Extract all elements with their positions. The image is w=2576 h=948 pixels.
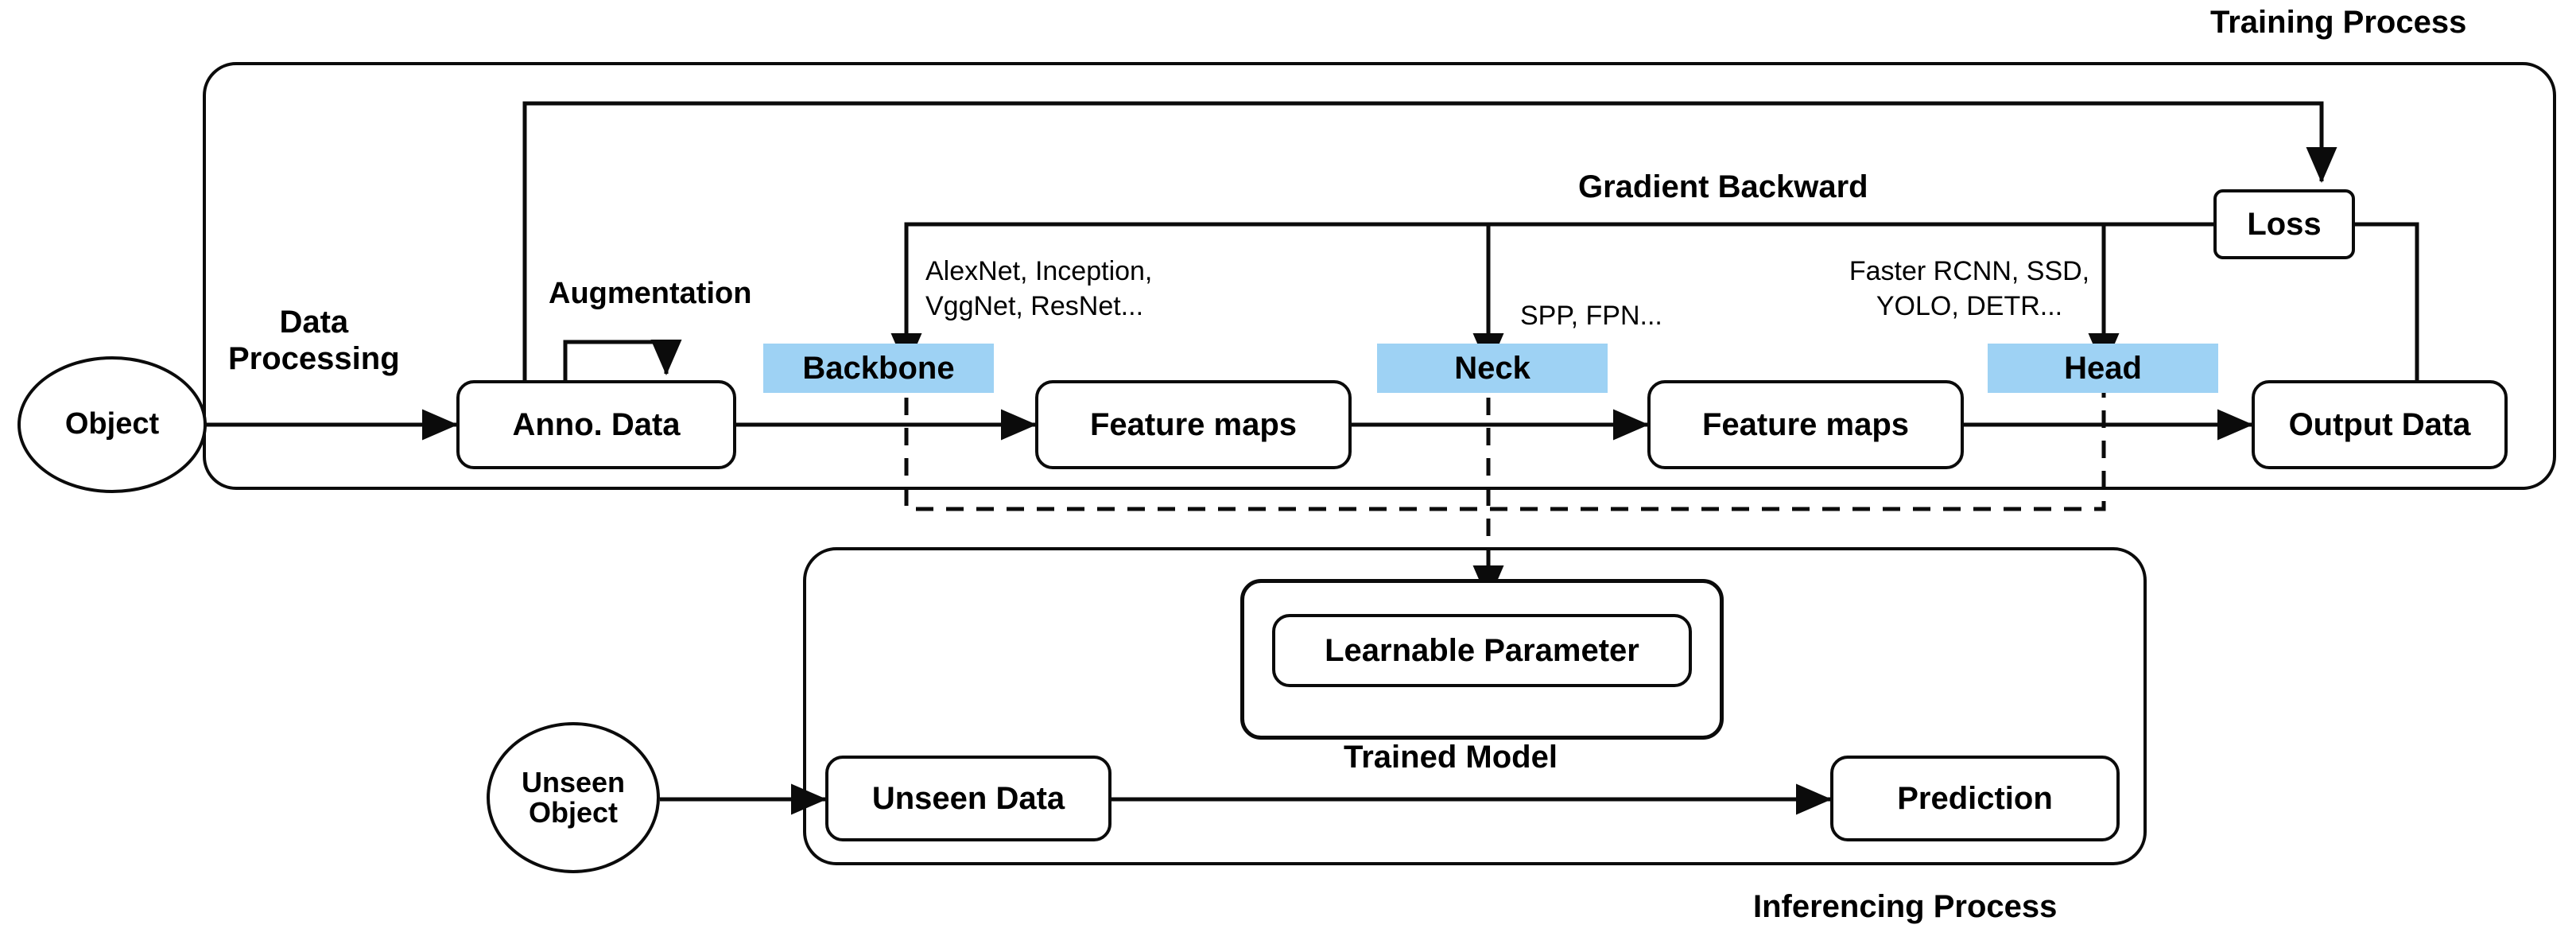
neck-chip-label: Neck — [1454, 350, 1530, 386]
feature-maps-2-label: Feature maps — [1701, 406, 1910, 442]
prediction-label: Prediction — [1897, 780, 2053, 816]
data-processing-line2: Processing — [228, 341, 400, 377]
object-node-label: Object — [64, 407, 160, 441]
unseen-object-line2: Object — [528, 796, 619, 829]
training-process-group — [203, 62, 2556, 490]
output-data-label: Output Data — [2288, 406, 2471, 442]
data-processing-line1: Data — [279, 305, 349, 340]
backbone-examples-line1: AlexNet, Inception, — [925, 256, 1153, 286]
unseen-data-box[interactable]: Unseen Data — [825, 756, 1111, 841]
feature-maps-box-1[interactable]: Feature maps — [1035, 380, 1352, 469]
head-examples-line2: YOLO, DETR... — [1876, 290, 2063, 321]
head-examples-line1: Faster RCNN, SSD, — [1849, 256, 2090, 286]
edge-augmentation-loop — [563, 339, 682, 380]
feature-maps-box-2[interactable]: Feature maps — [1647, 380, 1964, 469]
anno-data-box[interactable]: Anno. Data — [456, 380, 736, 469]
unseen-object-line1: Unseen — [521, 766, 626, 799]
feature-maps-1-label: Feature maps — [1089, 406, 1298, 442]
learnable-parameter-label: Learnable Parameter — [1325, 632, 1639, 668]
trained-model-label: Trained Model — [1344, 740, 1558, 775]
anno-data-label: Anno. Data — [512, 406, 681, 442]
head-chip[interactable]: Head — [1988, 344, 2218, 393]
learnable-parameter-box[interactable]: Learnable Parameter — [1272, 614, 1692, 687]
inferencing-process-label: Inferencing Process — [1753, 889, 2058, 924]
augmentation-label: Augmentation — [549, 277, 752, 310]
loss-box[interactable]: Loss — [2213, 189, 2355, 259]
output-data-box[interactable]: Output Data — [2252, 380, 2508, 469]
edge-loss-to-backbone-grad — [890, 222, 2213, 369]
backbone-chip[interactable]: Backbone — [763, 344, 994, 393]
backbone-examples: AlexNet, Inception, VggNet, ResNet... — [925, 254, 1152, 324]
neck-examples: SPP, FPN... — [1520, 301, 1662, 331]
head-examples: Faster RCNN, SSD, YOLO, DETR... — [1822, 254, 2116, 324]
backbone-examples-line2: VggNet, ResNet... — [925, 290, 1144, 321]
loss-label: Loss — [2247, 206, 2322, 242]
edge-dashed-param-bus — [904, 367, 2106, 511]
prediction-box[interactable]: Prediction — [1830, 756, 2120, 841]
object-node[interactable]: Object — [17, 356, 207, 493]
unseen-object-node[interactable]: Unseen Object — [487, 722, 660, 873]
backbone-chip-label: Backbone — [802, 350, 955, 386]
neck-chip[interactable]: Neck — [1377, 344, 1608, 393]
data-processing-label: Data Processing — [228, 304, 400, 378]
edge-gradient-backward-main — [522, 101, 2337, 380]
inferencing-process-group — [803, 547, 2147, 865]
gradient-backward-label: Gradient Backward — [1578, 169, 1868, 204]
unseen-data-label: Unseen Data — [871, 780, 1065, 816]
head-chip-label: Head — [2064, 350, 2142, 386]
training-process-label: Training Process — [2210, 5, 2467, 40]
